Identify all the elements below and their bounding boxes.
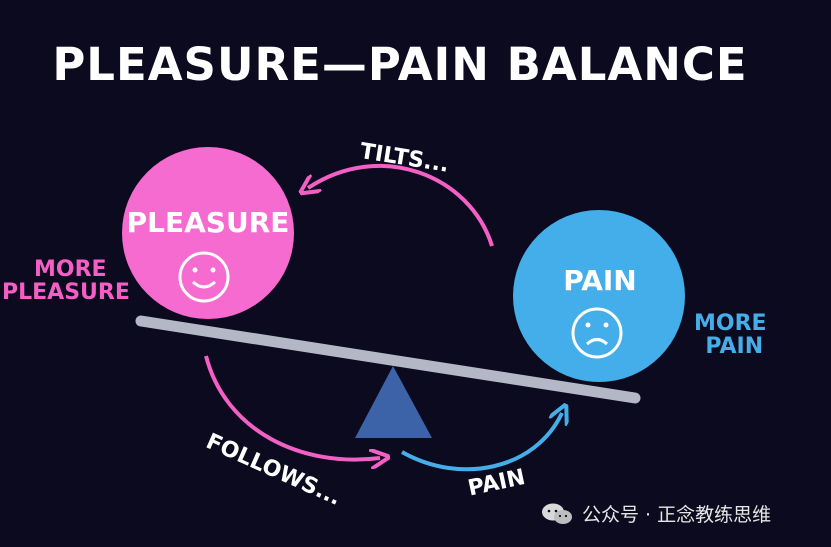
smile-icon bbox=[178, 251, 230, 303]
more-pleasure-label: MORE PLEASURE bbox=[2, 257, 130, 304]
frown-icon bbox=[571, 307, 623, 359]
pain-label: PAIN bbox=[563, 264, 637, 297]
balance-beam bbox=[135, 315, 641, 404]
tilts-arrow bbox=[308, 163, 494, 247]
pleasure-circle bbox=[122, 147, 294, 319]
pleasure-label: PLEASURE bbox=[126, 206, 290, 239]
more-pain-label: MORE PAIN bbox=[694, 312, 767, 358]
more-pain-line1: MORE bbox=[694, 311, 767, 336]
watermark-text: 公众号 · 正念教练思维 bbox=[582, 504, 772, 526]
wechat-icon bbox=[542, 503, 572, 524]
fulcrum-triangle bbox=[355, 366, 432, 438]
more-pain-line2: PAIN bbox=[705, 334, 764, 360]
follows-arrow bbox=[204, 355, 380, 460]
diagram-title: PLEASURE—PAIN BALANCE bbox=[52, 38, 748, 91]
pain-circle bbox=[513, 210, 685, 382]
more-pleasure-line1: MORE bbox=[34, 257, 107, 282]
watermark: 公众号 · 正念教练思维 bbox=[540, 500, 771, 527]
more-pleasure-line2: PLEASURE bbox=[2, 280, 130, 306]
pain-arrow bbox=[401, 413, 562, 472]
